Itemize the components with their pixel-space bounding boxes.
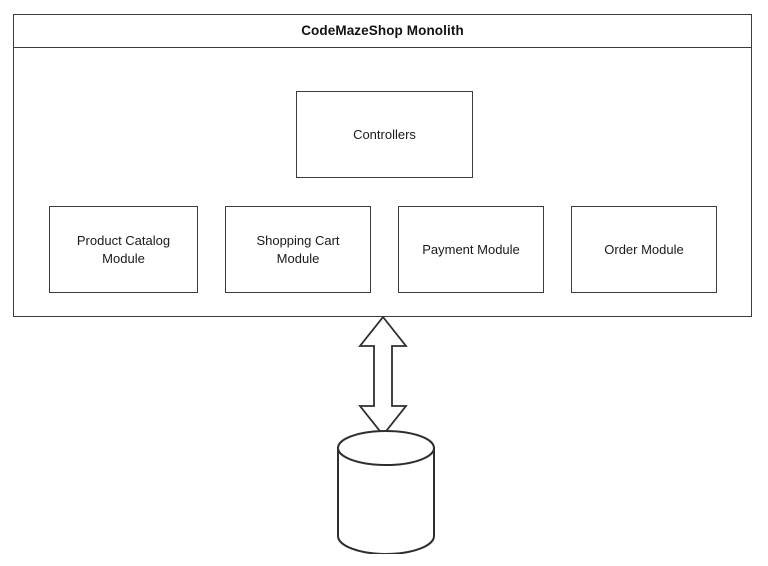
module-box-order[interactable]: Order Module [571,206,717,293]
bidirectional-arrow-icon [358,316,408,436]
module-box-shopping-cart[interactable]: Shopping Cart Module [225,206,371,293]
monolith-container[interactable]: CodeMazeShop Monolith Controllers Produc… [13,14,752,317]
monolith-header: CodeMazeShop Monolith [14,15,751,48]
module-label-shopping-cart: Shopping Cart Module [256,232,340,266]
module-label-order: Order Module [604,241,684,257]
module-label-product-catalog: Product Catalog Module [76,232,171,266]
monolith-title: CodeMazeShop Monolith [301,23,464,39]
monolith-body: Controllers Product Catalog Module Shopp… [14,48,751,316]
module-box-product-catalog[interactable]: Product Catalog Module [49,206,198,293]
module-label-payment: Payment Module [422,241,520,257]
controllers-box[interactable]: Controllers [296,91,473,178]
database-cylinder-icon[interactable] [336,430,436,554]
controllers-label: Controllers [353,126,416,142]
module-box-payment[interactable]: Payment Module [398,206,544,293]
